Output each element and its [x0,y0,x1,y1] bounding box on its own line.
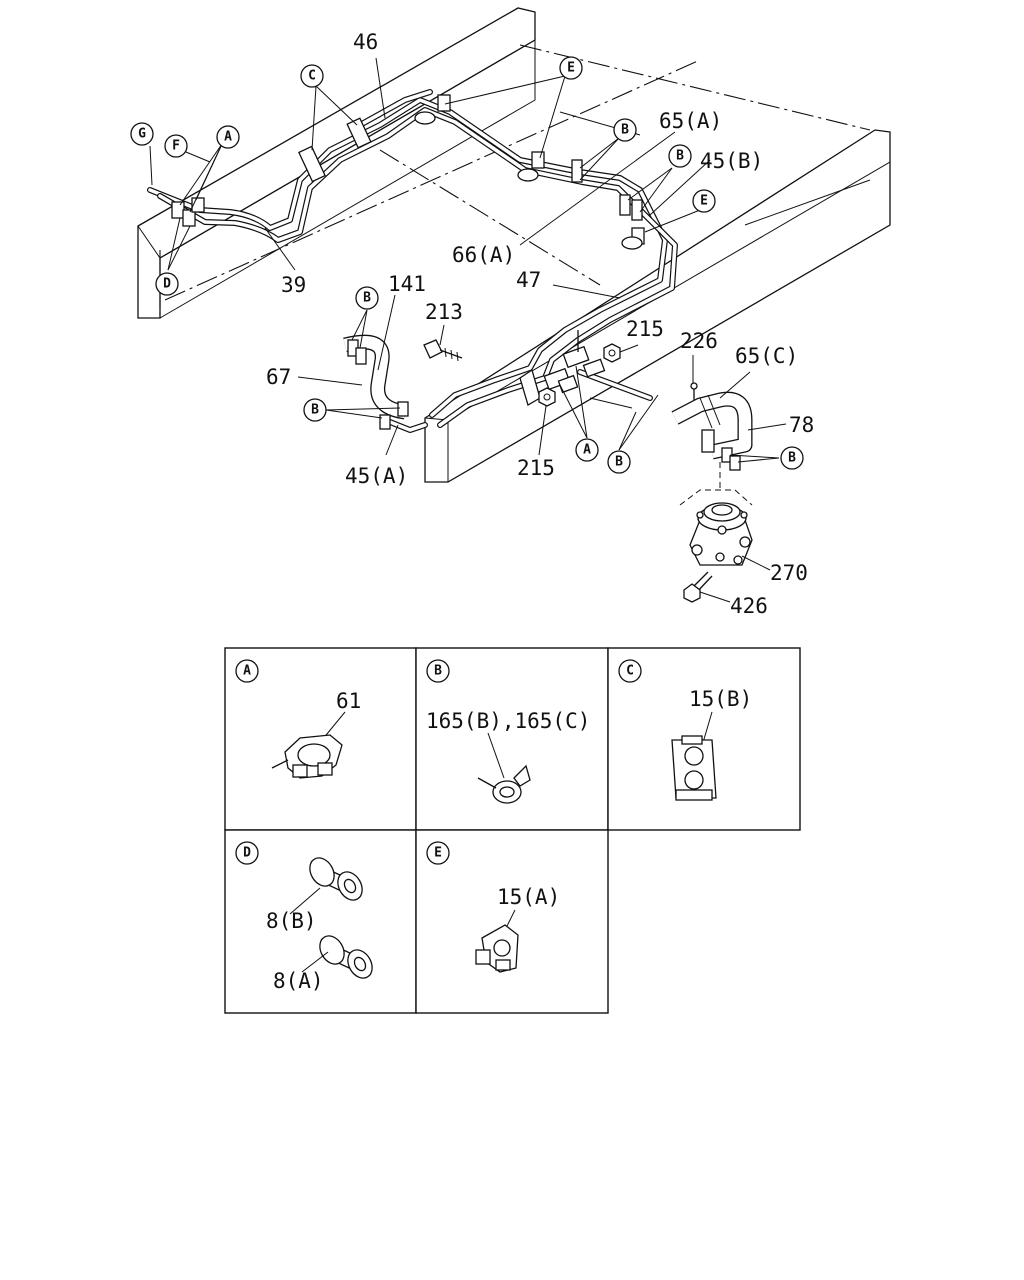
circle-letter-d: D [163,277,171,292]
circle-callout-b-4: B [303,398,327,422]
circle-letter-b: B [615,455,623,470]
circle-letter-b: B [788,451,796,466]
circle-letter-e: E [567,61,575,76]
circle-callout-a-top: A [216,125,240,149]
callout-65c: 65(C) [735,344,798,368]
detail-b: B 165(B),165(C) [426,659,590,804]
detail-e: E 15(A) [426,841,560,973]
bolt-213 [423,339,463,362]
circle-callout-g: G [130,122,154,146]
detail-c-part: 15(B) [689,687,752,711]
circle-callout-b-2: B [668,144,692,168]
callout-226: 226 [680,329,718,353]
clamp-fittings [171,94,741,471]
clip-226 [690,382,698,400]
callout-78: 78 [789,413,814,437]
detail-d: D 8(B) 8(A) [235,841,373,993]
circle-callout-f: F [164,134,188,158]
detail-e-part: 15(A) [497,885,560,909]
callout-426: 426 [730,594,768,618]
circle-callout-b-3: B [355,286,379,310]
circle-letter-a: A [224,130,232,145]
circle-callout-b-6: B [780,446,804,470]
detail-d-letter: D [243,846,251,861]
circle-callout-d: D [155,272,179,296]
callout-141: 141 [388,272,426,296]
fuel-filter-270 [679,462,753,566]
nut-215-lower [538,387,556,407]
circle-callout-a-lower: A [575,438,599,462]
circle-letter-a: A [583,443,591,458]
circle-letter-c: C [308,69,316,84]
callout-213: 213 [425,300,463,324]
callout-39: 39 [281,273,306,297]
circle-callout-c: C [300,64,324,88]
circle-callout-e-top: E [559,56,583,80]
callout-45b: 45(B) [700,149,763,173]
circle-letter-b: B [621,123,629,138]
circle-callout-e-right: E [692,189,716,213]
part-number-callouts: 46 65(A) 45(B) 66(A) 47 39 141 213 215 2… [266,30,814,618]
clip-15a-icon [475,924,519,973]
callout-65a: 65(A) [659,109,722,133]
bolt-426 [683,571,713,603]
leader-lines [149,57,787,603]
callout-215-lower: 215 [517,456,555,480]
circle-callout-b-1: B [613,118,637,142]
sleeve-8b-icon [309,857,363,901]
callout-215-upper: 215 [626,317,664,341]
callout-45a: 45(A) [345,464,408,488]
nut-215-upper [603,343,621,363]
hose-141 [343,334,407,420]
circle-letter-b: B [311,403,319,418]
detail-c-letter: C [626,664,634,679]
pipe-45a [382,417,428,433]
detail-a: A 61 [235,659,361,779]
circle-letter-g: G [138,127,146,142]
sleeve-8a-icon [319,935,373,979]
circle-letter-b: B [363,291,371,306]
callout-47: 47 [516,268,541,292]
detail-a-letter: A [243,664,251,679]
detail-b-letter: B [434,664,442,679]
hose-clamp-165-icon [477,764,531,804]
detail-a-part: 61 [336,689,361,713]
callout-66a: 66(A) [452,243,515,267]
circle-callout-b-5: B [607,450,631,474]
detail-b-part: 165(B),165(C) [426,709,590,733]
circle-letter-e: E [700,194,708,209]
callout-270: 270 [770,561,808,585]
callout-67: 67 [266,365,291,389]
detail-c: C 15(B) [618,659,752,801]
circle-letter-f: F [172,139,180,154]
callout-46: 46 [353,30,378,54]
detail-e-letter: E [434,846,442,861]
double-clip-15b-icon [671,735,717,801]
clip-61-icon [271,734,343,779]
detail-grid [224,647,801,1014]
hose-65c [671,391,753,460]
circle-letter-b: B [676,149,684,164]
detail-d-part-bottom: 8(A) [273,969,324,993]
